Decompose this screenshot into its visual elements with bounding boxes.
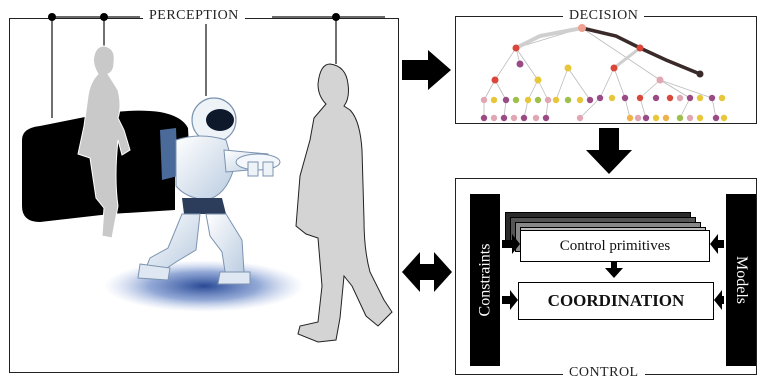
decision-label: DECISION [563, 8, 645, 24]
control-primitives-box: Control primitives [520, 230, 710, 262]
sensor-lines [51, 16, 385, 118]
control-label: CONTROL [563, 365, 645, 381]
primitives-to-coordination-arrow [605, 262, 623, 278]
sensor-dot [48, 13, 56, 21]
perception-label: PERCEPTION [143, 8, 245, 24]
woman-silhouette [77, 45, 131, 239]
constraints-bar: Constraints [470, 194, 500, 366]
coordination-box: COORDINATION [518, 282, 714, 320]
models-bar: Models [726, 194, 756, 366]
man-silhouette [295, 63, 393, 343]
decision-to-control-arrow [586, 128, 632, 174]
constraints-to-primitives-arrow [502, 234, 520, 254]
constraints-to-coordination-arrow [502, 290, 518, 310]
models-to-coordination-arrow [714, 290, 724, 310]
control-panel [455, 178, 757, 375]
sensor-dot [100, 13, 108, 21]
perception-to-decision-arrow [402, 50, 451, 90]
robot-figure [137, 97, 281, 285]
sensor-dot [332, 13, 340, 21]
models-to-primitives-arrow [710, 234, 724, 254]
tree-node [480, 24, 728, 122]
perception-control-double-arrow [402, 252, 452, 292]
